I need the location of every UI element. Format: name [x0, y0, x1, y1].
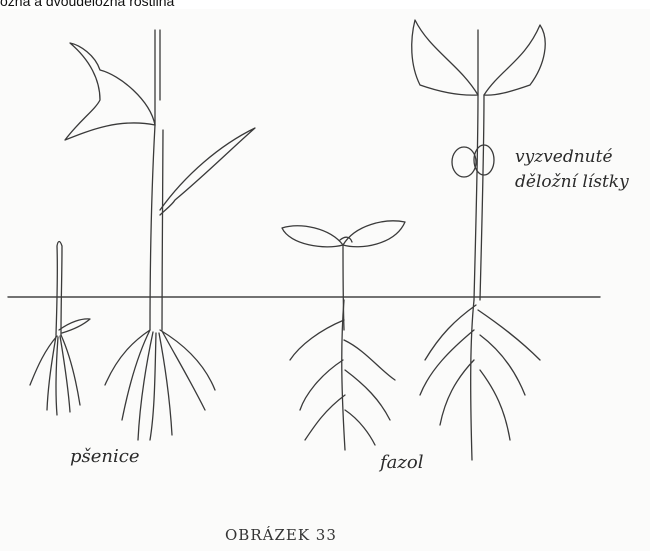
large-wheat-plant — [65, 30, 255, 440]
mature-bean-plant — [412, 20, 545, 460]
raised-cotyledons-label-line2: děložní lístky — [515, 172, 629, 192]
raised-cotyledons-label-line1: vyzvednuté — [515, 147, 613, 167]
wheat-label: pšenice — [70, 446, 140, 467]
young-bean-seedling — [282, 221, 405, 450]
bean-label: fazol — [380, 452, 423, 473]
figure-caption: OBRÁZEK 33 — [225, 526, 337, 544]
small-wheat-seedling — [30, 242, 90, 416]
